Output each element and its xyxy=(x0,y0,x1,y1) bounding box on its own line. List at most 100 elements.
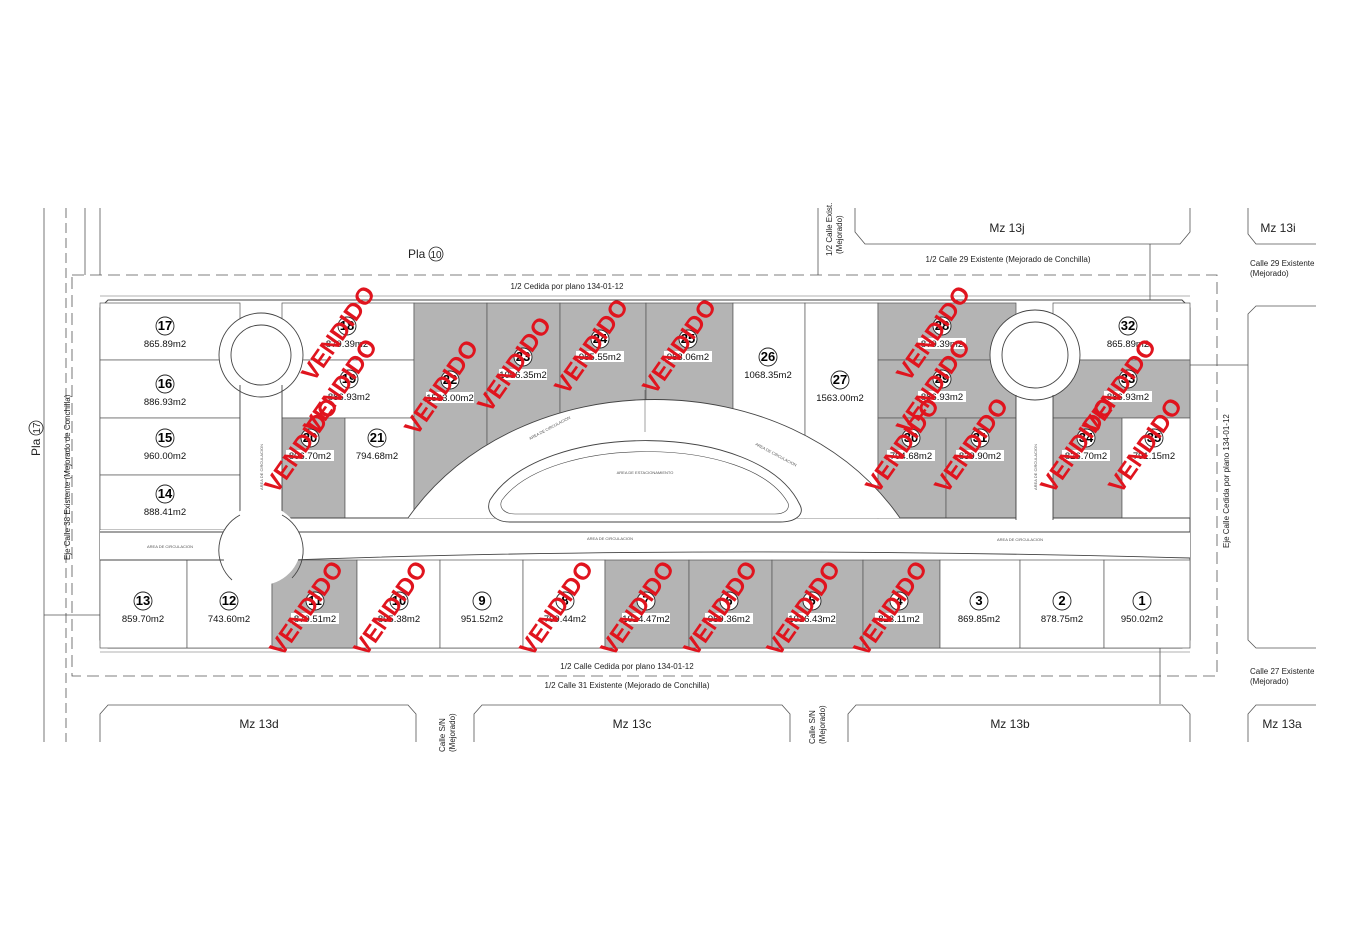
lot-number-circle xyxy=(889,591,909,611)
lot-number-circle xyxy=(337,316,357,336)
lot-label-6: 6 959.36m2 xyxy=(705,591,753,625)
calle-exist-label-line2: (Mejorado) xyxy=(835,215,844,254)
area-background xyxy=(887,450,935,461)
lot-number: 23 xyxy=(516,349,530,364)
lot-number: 8 xyxy=(561,593,568,608)
lot-number-circle xyxy=(830,370,850,390)
lot-number-circle xyxy=(590,329,610,349)
lot-area: 955.55m2 xyxy=(579,352,621,363)
lot-number: 19 xyxy=(342,371,356,386)
lot-number: 26 xyxy=(761,349,775,364)
lot-number: 18 xyxy=(340,318,354,333)
lot-number-circle xyxy=(219,591,239,611)
lot-14[interactable] xyxy=(99,474,241,531)
lot-area: 878.75m2 xyxy=(1041,614,1083,625)
lot-number-circle xyxy=(1132,591,1152,611)
label-area-circulacion-right-stem: AREA DE CIRCULACION xyxy=(1033,444,1038,490)
lot-area: 951.52m2 xyxy=(461,614,503,625)
lot-parcel[interactable] xyxy=(99,474,241,531)
lot-number: 28 xyxy=(935,318,949,333)
lot-15[interactable] xyxy=(99,417,241,476)
lot-number: 4 xyxy=(895,593,903,608)
lot-number: 5 xyxy=(808,593,815,608)
area-background xyxy=(1062,450,1110,461)
lot-number-circle xyxy=(969,591,989,611)
lot-number: 12 xyxy=(222,593,236,608)
pla-10-number: 10 xyxy=(430,250,442,261)
lot-number: 27 xyxy=(833,372,847,387)
label-area-circulacion-main: AREA DE CIRCULACION xyxy=(997,537,1043,542)
lot-label-35: 35 791.15m2 xyxy=(1133,428,1175,462)
area-background xyxy=(705,613,753,624)
lot-area: 953.06m2 xyxy=(667,352,709,363)
lot-number: 2 xyxy=(1058,593,1065,608)
lot-number: 31 xyxy=(973,430,987,445)
lot-number-circle xyxy=(1118,316,1138,336)
lot-area: 1563.00m2 xyxy=(426,393,474,404)
lot-number-circle xyxy=(389,591,409,611)
lot-number: 29 xyxy=(935,371,949,386)
area-background xyxy=(664,351,712,362)
eje-calle-cedida-label: Eje Calle Cedida por plano 134-01-12 xyxy=(1222,414,1231,548)
mz-13c-label: Mz 13c xyxy=(613,717,652,731)
pla-17-label: Pla xyxy=(29,438,43,456)
lot-number: 15 xyxy=(158,430,172,445)
lot-area: 1014.47m2 xyxy=(622,614,670,625)
label-area-estacionamiento: AREA DE ESTACIONAMIENTO xyxy=(617,470,674,475)
lot-number: 14 xyxy=(158,486,173,501)
lot-label-2: 2 878.75m2 xyxy=(1041,591,1083,625)
lot-number: 35 xyxy=(1147,430,1161,445)
label-area-circulacion-left-road: AREA DE CIRCULACION xyxy=(147,544,193,549)
calle-27-label-line1: Calle 27 Existente xyxy=(1250,667,1315,676)
lot-number: 11 xyxy=(308,593,322,608)
area-background xyxy=(875,613,923,624)
lot-number-circle xyxy=(472,591,492,611)
mz-13j-label: Mz 13j xyxy=(989,221,1024,235)
lot-area: 794.68m2 xyxy=(356,451,398,462)
pla-10-label: Pla xyxy=(408,247,426,261)
lot-area: 959.36m2 xyxy=(708,614,750,625)
lot-number-circle xyxy=(300,428,320,448)
lot-parcel[interactable] xyxy=(99,417,241,476)
lot-number: 21 xyxy=(370,430,384,445)
lot-number: 34 xyxy=(1079,430,1094,445)
lot-number: 6 xyxy=(725,593,732,608)
lot-number: 25 xyxy=(681,331,695,346)
lot-area: 806.70m2 xyxy=(289,451,331,462)
area-background xyxy=(499,369,547,380)
lot-number-circle xyxy=(901,428,921,448)
lot-area: 865.89m2 xyxy=(1107,339,1149,350)
lot-area: 888.41m2 xyxy=(144,507,186,518)
lot-area: 886.93m2 xyxy=(921,392,963,403)
area-background xyxy=(622,613,670,624)
calle-29-label-line2: (Mejorado) xyxy=(1250,269,1289,278)
lot-label-29: 29 886.93m2 xyxy=(918,369,966,403)
calle-sn-right-line2: (Mejorado) xyxy=(818,705,827,744)
lot-area: 886.93m2 xyxy=(1107,392,1149,403)
lot-number-circle xyxy=(555,591,575,611)
lot-number-circle xyxy=(1144,428,1164,448)
lot-number-circle xyxy=(932,369,952,389)
lot-number: 24 xyxy=(593,331,608,346)
calle-31-half-label: 1/2 Calle 31 Existente (Mejorado de Conc… xyxy=(545,681,710,690)
lot-number-circle xyxy=(367,428,387,448)
mz-13a-label: Mz 13a xyxy=(1262,717,1302,731)
lot-number-circle xyxy=(1052,591,1072,611)
mz-13b-label: Mz 13b xyxy=(990,717,1030,731)
lot-area: 791.15m2 xyxy=(1133,451,1175,462)
lot-area: 839.90m2 xyxy=(959,451,1001,462)
label-area-circulacion-bottom: AREA DE CIRCULACION xyxy=(587,536,633,541)
area-background xyxy=(788,613,836,624)
lot-label-24: 24 955.55m2 xyxy=(576,329,624,363)
cedida-top-label: 1/2 Cedida por plano 134-01-12 xyxy=(511,282,625,291)
